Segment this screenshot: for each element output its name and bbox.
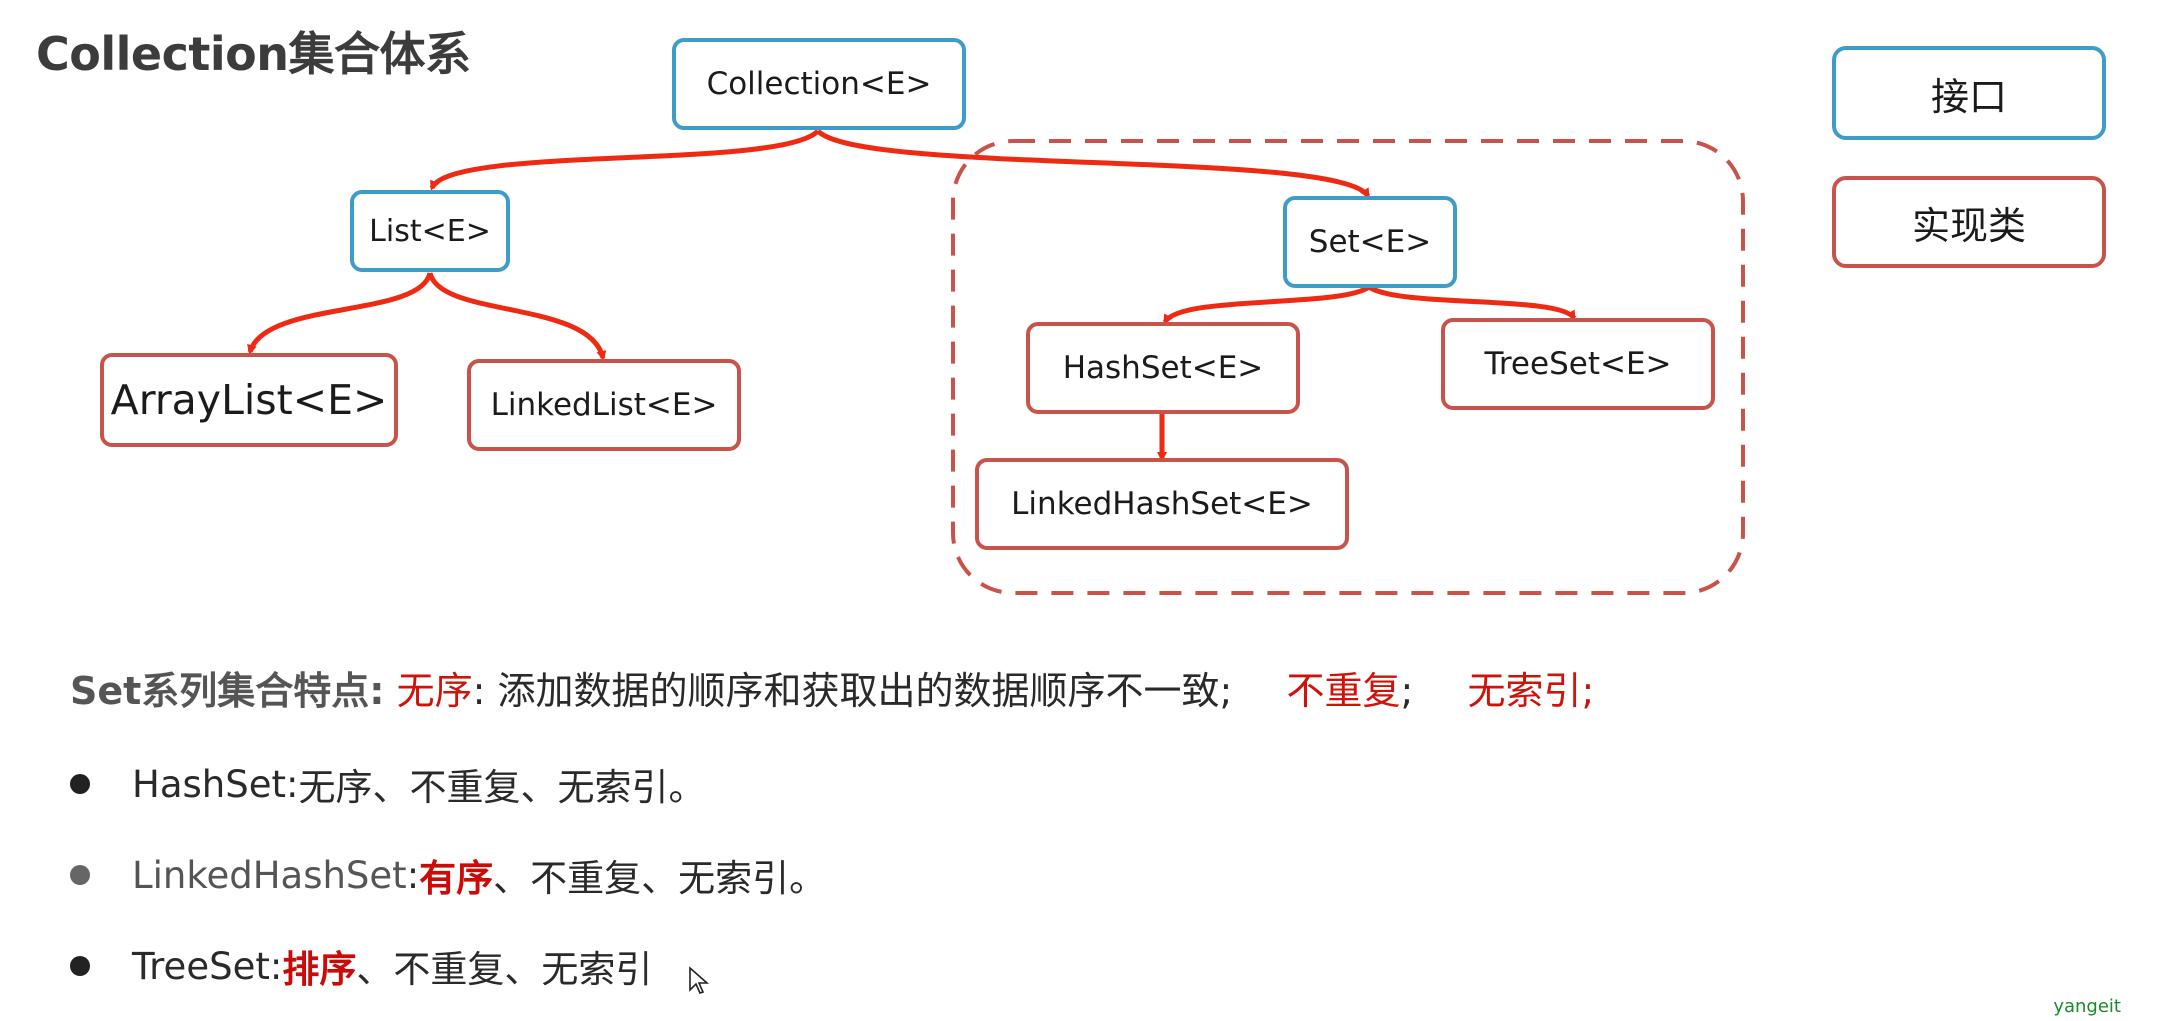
- arrow-collection-to-list: [429, 129, 820, 191]
- page-title: Collection集合体系: [36, 27, 471, 81]
- summary-no-duplicates: 不重复: [1286, 669, 1401, 713]
- bullet-hashset-text: 无序、不重复、无索引。: [298, 766, 706, 809]
- legend-implementation-label: 实现类: [1911, 203, 2026, 248]
- set-group-outline: [951, 139, 1745, 595]
- arrow-set-to-hashset: [1162, 284, 1371, 325]
- mouse-cursor-icon: [689, 966, 710, 994]
- node-linkedhashset-label: LinkedHashSet<E>: [1011, 486, 1313, 522]
- node-linkedlist: LinkedList<E>: [467, 359, 741, 451]
- summary-no-index: 无索引;: [1467, 669, 1595, 713]
- arrow-collection-to-set: [816, 129, 1371, 199]
- bullet-treeset: TreeSet: 排序、不重复、无索引: [70, 939, 652, 993]
- node-set: Set<E>: [1283, 196, 1457, 288]
- bullet-treeset-sep: :: [269, 944, 283, 988]
- arrow-set-to-treeset: [1367, 284, 1577, 321]
- watermark: yangeit: [2053, 996, 2121, 1017]
- node-arraylist: ArrayList<E>: [100, 353, 398, 447]
- set-features-summary: Set系列集合特点: 无序: 添加数据的顺序和获取出的数据顺序不一致; 不重复;…: [70, 660, 1594, 715]
- bullet-treeset-rest: 、不重复、无索引: [356, 948, 653, 991]
- bullet-linkedhashset-highlight: 有序: [419, 857, 494, 900]
- bullet-dot: [70, 956, 90, 976]
- summary-unordered-desc: : 添加数据的顺序和获取出的数据顺序不一致;: [472, 669, 1233, 713]
- bullet-dot: [70, 774, 90, 794]
- summary-heading: Set系列集合特点:: [70, 669, 385, 713]
- bullet-linkedhashset-rest: 、不重复、无索引。: [493, 857, 827, 900]
- node-hashset: HashSet<E>: [1026, 322, 1300, 414]
- bullet-linkedhashset-sep: :: [406, 853, 420, 897]
- bullet-hashset-name: HashSet: [132, 762, 286, 806]
- bullet-hashset: HashSet : 无序、不重复、无索引。: [70, 757, 705, 811]
- bullet-linkedhashset: LinkedHashSet: 有序、不重复、无索引。: [70, 848, 826, 902]
- node-treeset: TreeSet<E>: [1441, 318, 1715, 410]
- summary-unordered: 无序: [396, 669, 473, 713]
- node-set-label: Set<E>: [1308, 224, 1432, 260]
- legend-interface: 接口: [1832, 46, 2106, 140]
- node-linkedhashset: LinkedHashSet<E>: [975, 458, 1349, 550]
- node-hashset-label: HashSet<E>: [1062, 350, 1264, 386]
- node-linkedlist-label: LinkedList<E>: [490, 387, 718, 423]
- node-collection-label: Collection<E>: [706, 66, 932, 102]
- bullet-linkedhashset-name: LinkedHashSet: [132, 853, 407, 897]
- node-arraylist-label: ArrayList<E>: [110, 376, 388, 424]
- bullet-hashset-sep: :: [285, 762, 299, 806]
- arrow-list-to-linkedlist: [427, 272, 607, 361]
- arrow-list-to-arraylist: [247, 272, 433, 355]
- node-list: List<E>: [350, 190, 510, 272]
- legend-interface-label: 接口: [1930, 74, 2007, 119]
- node-collection: Collection<E>: [672, 38, 966, 130]
- bullet-treeset-highlight: 排序: [282, 948, 357, 991]
- summary-separator: ;: [1400, 669, 1414, 713]
- bullet-dot: [70, 865, 90, 885]
- legend-implementation: 实现类: [1832, 176, 2106, 268]
- bullet-treeset-name: TreeSet: [132, 944, 270, 988]
- node-list-label: List<E>: [369, 213, 491, 249]
- node-treeset-label: TreeSet<E>: [1484, 346, 1672, 382]
